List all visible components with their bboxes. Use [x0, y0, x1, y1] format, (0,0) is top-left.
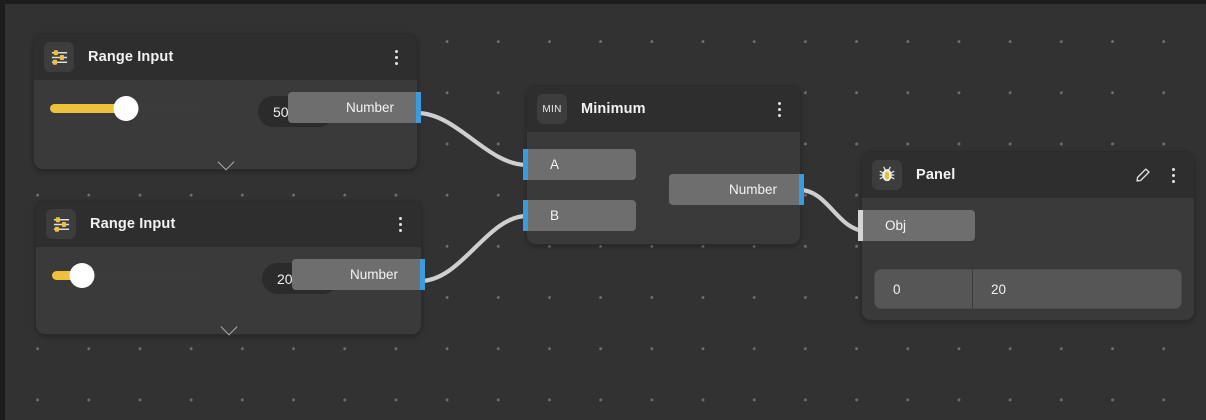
number-value[interactable]: 50 — [273, 103, 289, 120]
table-row-value: 20 — [991, 281, 1007, 297]
slider-fill — [52, 271, 83, 280]
min-badge: MIN — [537, 94, 567, 124]
expand-toggle[interactable] — [36, 321, 421, 330]
sliders-icon — [46, 209, 76, 239]
node-header[interactable]: Panel — [862, 152, 1194, 198]
range-row: 50 Number — [34, 80, 421, 142]
node-panel[interactable]: Panel Obj 0 20 — [858, 152, 1194, 320]
number-value[interactable]: 20 — [277, 270, 293, 287]
node-body: A B Number — [523, 132, 804, 244]
node-body: Obj 0 20 — [858, 198, 1194, 320]
output-port-label: Number — [728, 182, 777, 197]
kebab-menu-icon[interactable] — [1162, 162, 1184, 188]
node-title: Minimum — [581, 101, 646, 117]
node-body: 20 Number — [36, 247, 425, 334]
node-title: Panel — [916, 167, 956, 183]
output-port-number[interactable]: Number — [669, 174, 804, 205]
input-port-label: A — [550, 157, 560, 172]
kebab-menu-icon[interactable] — [389, 211, 411, 237]
node-body: 50 Number — [34, 80, 421, 169]
kebab-menu-icon[interactable] — [768, 96, 790, 122]
output-port-label: Number — [345, 100, 394, 115]
panel-output-table: 0 20 — [875, 270, 1181, 308]
node-header[interactable]: Range Input — [36, 201, 421, 247]
chevron-down-icon[interactable] — [221, 321, 237, 330]
input-port-a[interactable]: A — [523, 149, 636, 180]
input-port-label: Obj — [885, 218, 907, 233]
chevron-down-icon[interactable] — [218, 156, 234, 165]
output-port-number[interactable]: Number — [292, 259, 425, 290]
range-slider[interactable] — [50, 96, 202, 121]
node-minimum[interactable]: MIN Minimum A B Number — [523, 86, 804, 244]
expand-toggle[interactable] — [34, 156, 417, 165]
slider-thumb[interactable] — [113, 96, 139, 121]
min-badge-label: MIN — [542, 103, 562, 115]
node-range-input-1[interactable]: Range Input 50 Number — [34, 34, 421, 169]
input-port-b[interactable]: B — [523, 200, 636, 231]
output-port-number[interactable]: Number — [288, 92, 421, 123]
input-port-label: B — [550, 208, 560, 223]
slider-fill — [50, 104, 126, 113]
node-title: Range Input — [88, 49, 174, 65]
pencil-icon[interactable] — [1132, 162, 1154, 188]
range-slider[interactable] — [52, 263, 204, 288]
output-port-label: Number — [349, 267, 398, 282]
node-range-input-2[interactable]: Range Input 20 Number — [36, 201, 425, 334]
sliders-icon — [44, 42, 74, 72]
table-row-index: 0 — [875, 270, 973, 308]
slider-thumb[interactable] — [69, 263, 95, 288]
bug-icon — [872, 160, 902, 190]
input-port-obj[interactable]: Obj — [858, 210, 975, 241]
node-header[interactable]: MIN Minimum — [527, 86, 800, 132]
range-row: 20 Number — [36, 247, 425, 309]
kebab-menu-icon[interactable] — [385, 44, 407, 70]
node-header[interactable]: Range Input — [34, 34, 417, 80]
node-title: Range Input — [90, 216, 176, 232]
